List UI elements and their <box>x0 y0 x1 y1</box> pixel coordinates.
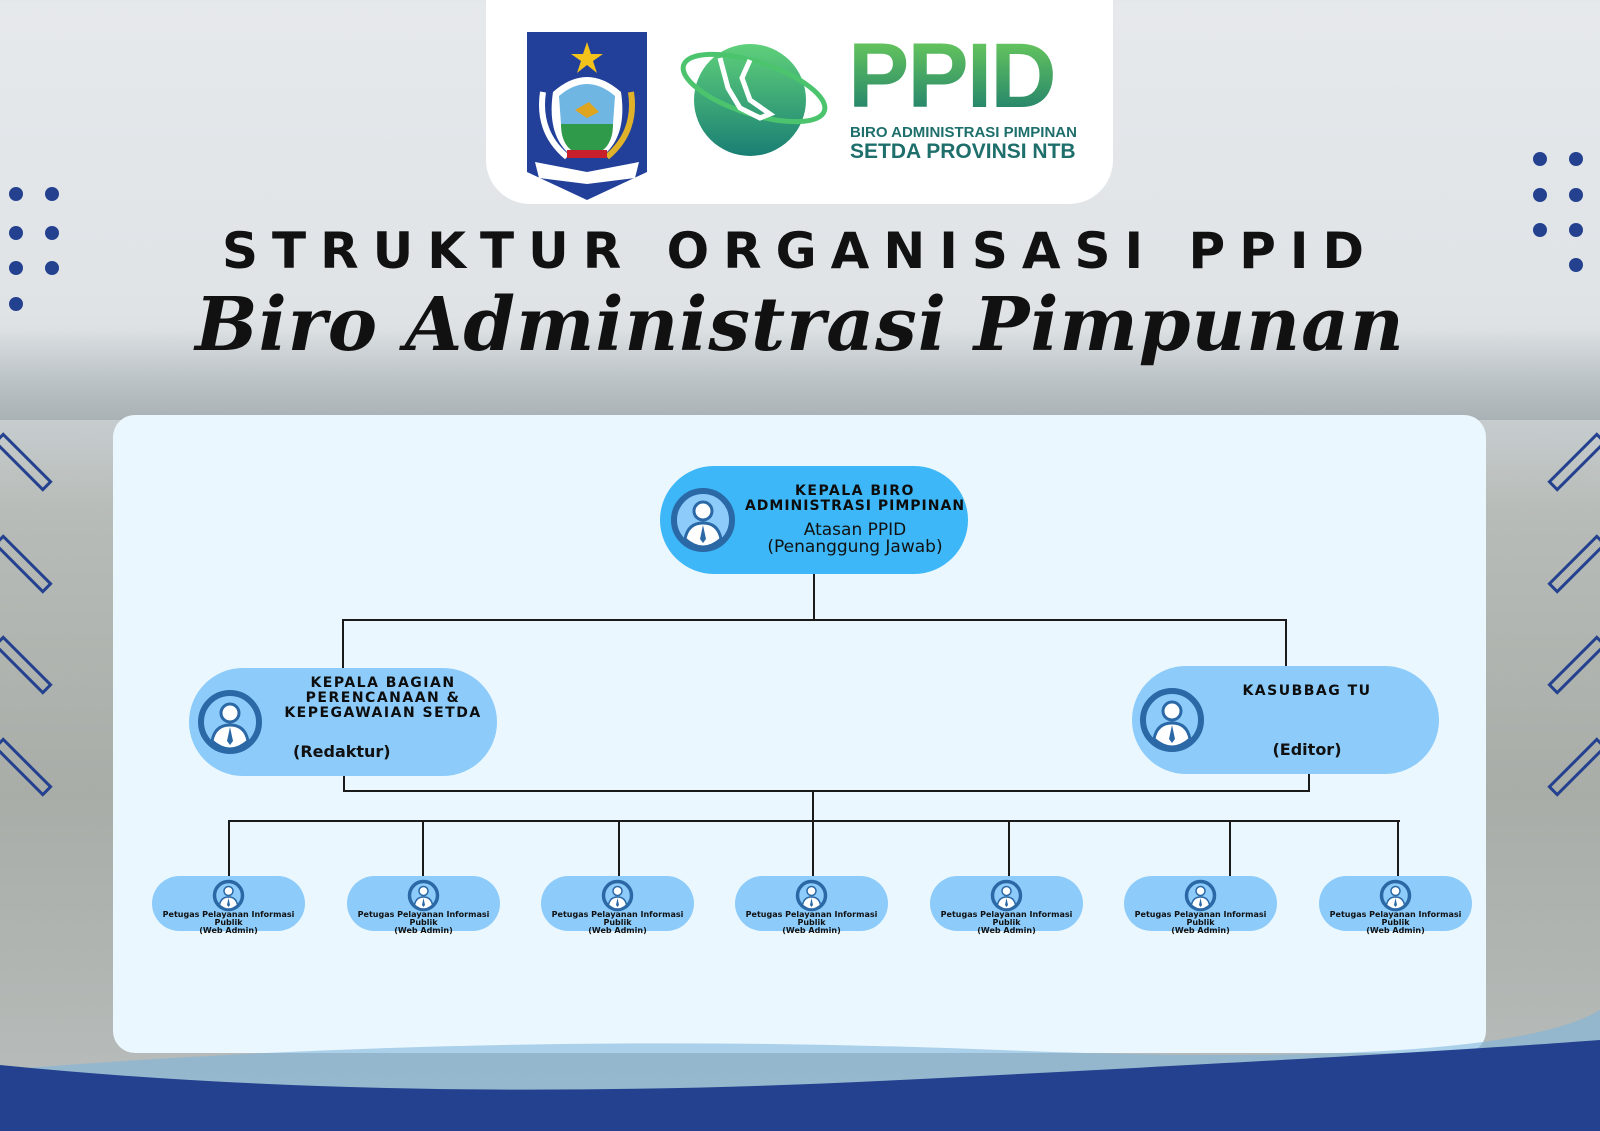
decor-dot <box>1569 152 1583 166</box>
node-staff: Petugas Pelayanan Informasi Publik(Web A… <box>1124 876 1277 935</box>
staff-name: Petugas Pelayanan Informasi Publik <box>1329 910 1462 927</box>
node-kepala-biro: KEPALA BIRO ADMINISTRASI PIMPINAN Atasan… <box>660 466 968 574</box>
node-role-line2: (Penanggung Jawab) <box>767 537 943 557</box>
connector-line <box>342 619 1287 621</box>
decor-dot <box>9 226 23 240</box>
logo-subtitle-2: SETDA PROVINSI NTB <box>850 140 1076 163</box>
decor-dot <box>1533 223 1547 237</box>
decor-stripe <box>0 432 53 492</box>
connector-line <box>1308 774 1310 792</box>
connector-line <box>812 821 814 879</box>
decor-dot <box>45 187 59 201</box>
decor-stripe <box>1547 635 1600 695</box>
decor-stripe <box>1547 737 1600 797</box>
connector-line <box>422 821 424 879</box>
staff-role: (Web Admin) <box>1171 926 1230 935</box>
node-staff: Petugas Pelayanan Informasi Publik(Web A… <box>541 876 694 935</box>
staff-name: Petugas Pelayanan Informasi Publik <box>940 910 1073 927</box>
decor-dot <box>9 297 23 311</box>
ppid-logo-title: PPID <box>848 25 1057 127</box>
decor-dot <box>1569 223 1583 237</box>
node-staff: Petugas Pelayanan Informasi Publik(Web A… <box>152 876 305 935</box>
connector-line <box>342 619 344 669</box>
connector-line <box>228 821 230 879</box>
staff-role: (Web Admin) <box>588 926 647 935</box>
decor-dot <box>1533 152 1547 166</box>
decor-stripe <box>0 635 53 695</box>
decor-dot <box>9 261 23 275</box>
decor-dot <box>45 261 59 275</box>
staff-role: (Web Admin) <box>782 926 841 935</box>
node-kepala-bagian: KEPALA BAGIAN PERENCANAAN & KEPEGAWAIAN … <box>189 668 497 776</box>
node-staff: Petugas Pelayanan Informasi Publik(Web A… <box>347 876 500 935</box>
ntb-emblem-logo <box>527 32 647 200</box>
page-title: STRUKTUR ORGANISASI PPID <box>222 222 1378 280</box>
node-title-line2: ADMINISTRASI PIMPINAN <box>744 498 966 514</box>
connector-line <box>812 790 814 822</box>
connector-line <box>343 790 1310 792</box>
staff-name: Petugas Pelayanan Informasi Publik <box>1134 910 1267 927</box>
person-icon <box>1379 879 1412 912</box>
ppid-deer-globe-logo <box>680 44 828 156</box>
connector-line <box>228 820 1400 822</box>
decor-stripe <box>1547 534 1600 594</box>
node-title-line3: KEPEGAWAIAN SETDA <box>284 705 482 721</box>
person-icon <box>795 879 828 912</box>
connector-line <box>618 821 620 879</box>
node-staff: Petugas Pelayanan Informasi Publik(Web A… <box>735 876 888 935</box>
decor-dot <box>1569 188 1583 202</box>
staff-name: Petugas Pelayanan Informasi Publik <box>162 910 295 927</box>
connector-line <box>1285 619 1287 667</box>
person-icon <box>671 488 735 552</box>
node-kasubbag-tu: KASUBBAG TU (Editor) <box>1132 666 1439 774</box>
connector-line <box>1229 821 1231 879</box>
connector-line <box>1008 821 1010 879</box>
decor-dot <box>1569 258 1583 272</box>
decor-stripe <box>1547 432 1600 492</box>
node-staff: Petugas Pelayanan Informasi Publik(Web A… <box>1319 876 1472 935</box>
node-role: (Redaktur) <box>293 742 391 761</box>
decor-dot <box>45 226 59 240</box>
person-icon <box>601 879 634 912</box>
staff-name: Petugas Pelayanan Informasi Publik <box>745 910 878 927</box>
person-icon <box>198 690 262 754</box>
staff-name: Petugas Pelayanan Informasi Publik <box>357 910 490 927</box>
bottom-wave <box>0 1010 1600 1131</box>
staff-role: (Web Admin) <box>1366 926 1425 935</box>
connector-line <box>813 574 815 620</box>
person-icon <box>990 879 1023 912</box>
node-title-line1: KEPALA BIRO <box>795 483 915 499</box>
connector-line <box>1397 821 1399 879</box>
node-title: KASUBBAG TU <box>1242 683 1372 699</box>
decor-stripe <box>0 737 53 797</box>
decor-stripe <box>0 534 53 594</box>
person-icon <box>212 879 245 912</box>
staff-role: (Web Admin) <box>394 926 453 935</box>
background-mountains <box>0 330 1600 420</box>
node-title-line1: KEPALA BAGIAN <box>310 675 456 691</box>
staff-name: Petugas Pelayanan Informasi Publik <box>551 910 684 927</box>
node-role-line1: Atasan PPID <box>803 520 907 540</box>
person-icon <box>407 879 440 912</box>
node-role: (Editor) <box>1272 740 1342 759</box>
page-subtitle: Biro Administrasi Pimpunan <box>195 282 1405 368</box>
node-staff: Petugas Pelayanan Informasi Publik(Web A… <box>930 876 1083 935</box>
node-title-line2: PERENCANAAN & <box>305 690 461 706</box>
connector-line <box>343 776 345 792</box>
person-icon <box>1140 688 1204 752</box>
logo-subtitle-1: BIRO ADMINISTRASI PIMPINAN <box>850 124 1077 141</box>
staff-role: (Web Admin) <box>199 926 258 935</box>
decor-dot <box>9 187 23 201</box>
person-icon <box>1184 879 1217 912</box>
staff-role: (Web Admin) <box>977 926 1036 935</box>
decor-dot <box>1533 188 1547 202</box>
